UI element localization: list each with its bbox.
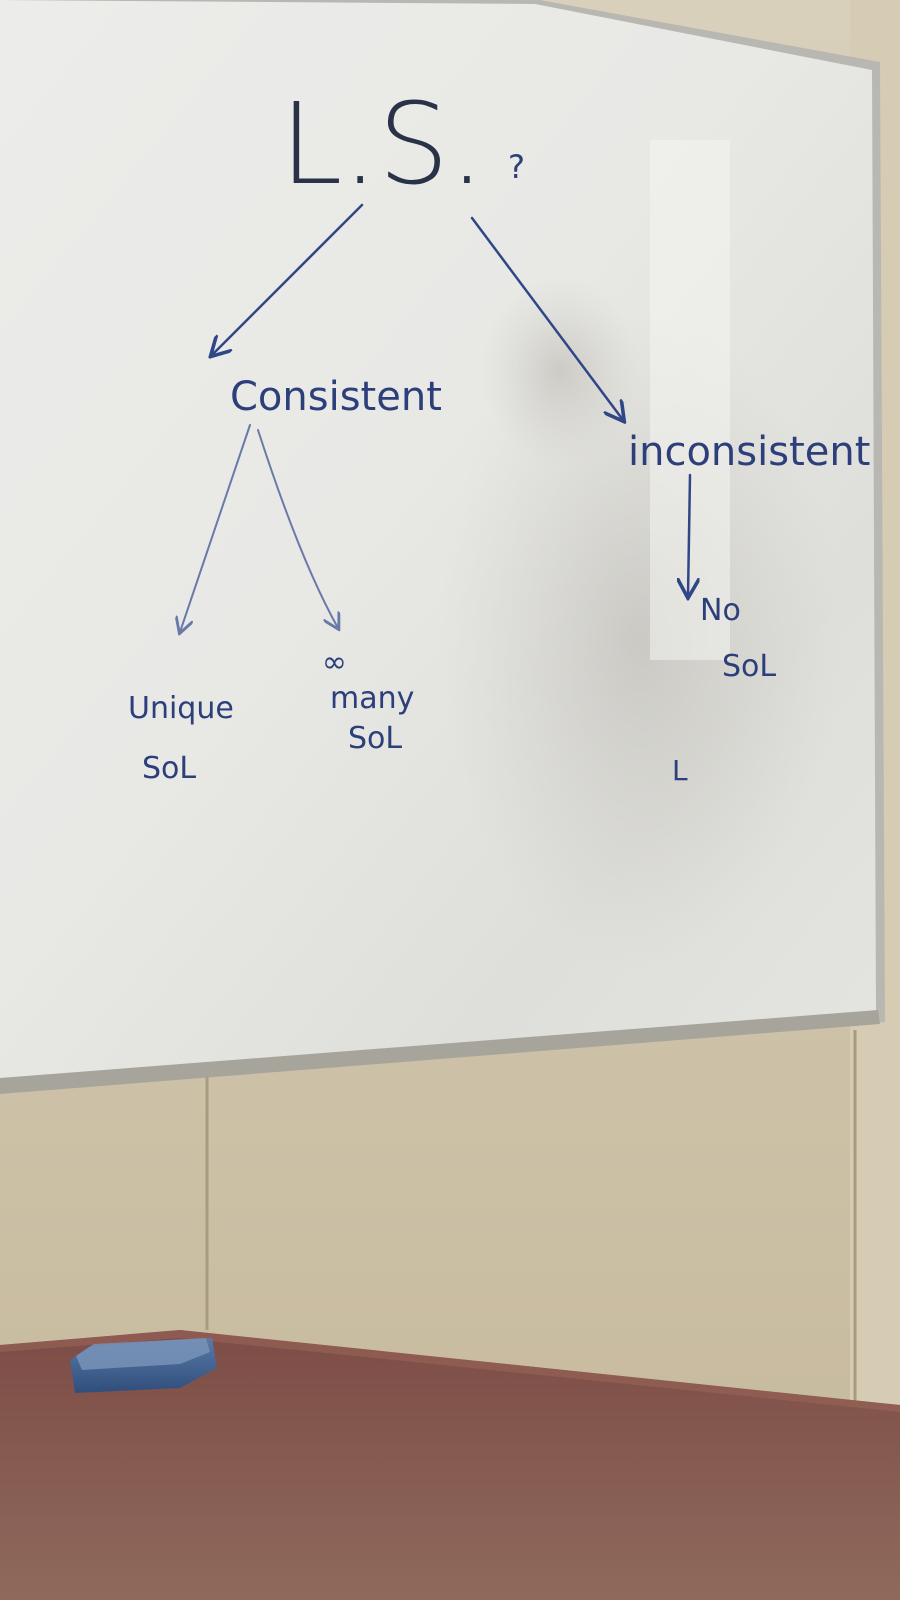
eraser-top — [76, 1338, 210, 1370]
arrow-to-none — [688, 473, 690, 596]
root-label: L.S. — [280, 80, 485, 210]
whiteboard — [0, 0, 885, 1094]
arrow-to-unique — [180, 424, 251, 632]
reflection — [440, 310, 840, 970]
leaf-none-line2: SoL — [722, 649, 776, 684]
stray-mark: L — [672, 754, 688, 787]
leaf-unique-line2: SoL — [142, 751, 196, 786]
arrow-to-inconsistent — [470, 216, 623, 420]
leaf-infinite-line2: many — [330, 681, 414, 716]
board-tray — [0, 1010, 880, 1094]
leaf-infinite-line1: ∞ — [322, 645, 347, 680]
consistent-label: Consistent — [230, 374, 442, 420]
concept-tree: L.S. ? Consistent inconsistent Unique So… — [128, 80, 870, 787]
root-question-mark: ? — [508, 148, 525, 186]
board-glare — [650, 140, 730, 660]
eraser-icon[interactable] — [70, 1338, 217, 1393]
reflection-head — [480, 275, 640, 465]
leaf-unique-line1: Unique — [128, 691, 234, 726]
arrow-to-consistent — [212, 203, 364, 355]
table-edge-highlight — [0, 1330, 900, 1412]
leaf-infinite-line3: SoL — [348, 721, 402, 756]
arrow-to-infinite — [257, 429, 338, 628]
inconsistent-label: inconsistent — [628, 429, 870, 475]
table-top — [0, 1330, 900, 1600]
leaf-none-line1: No — [700, 593, 741, 628]
